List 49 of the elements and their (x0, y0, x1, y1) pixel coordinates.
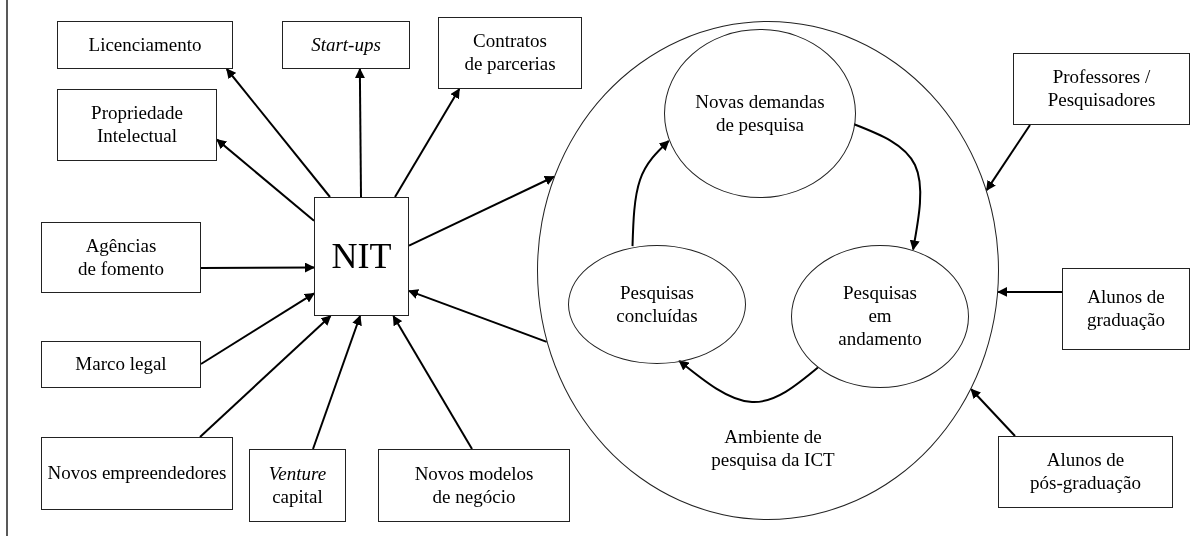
arrow (408, 175, 555, 247)
text-box (314, 197, 409, 316)
node-label: Start-ups (311, 33, 381, 57)
arrow (225, 68, 331, 198)
text-box (41, 341, 201, 388)
arrow (354, 68, 365, 198)
text-box (249, 449, 346, 522)
ellipse-node (664, 29, 856, 198)
node-label: Ambiente de pesquisa da ICT (710, 426, 836, 472)
arrow (853, 123, 922, 251)
text-box (1013, 53, 1190, 125)
arrow (985, 124, 1031, 192)
text-box (282, 21, 410, 69)
arrow (997, 286, 1063, 297)
arrow (200, 292, 315, 365)
ellipse-node (568, 245, 746, 364)
text-box (998, 436, 1173, 508)
arrow (970, 388, 1016, 437)
arrow (678, 359, 819, 403)
arrow (216, 138, 315, 222)
node-label: Marco legal (75, 353, 167, 376)
node-label: Propriedade Intelectual (90, 102, 184, 148)
node-label: Novas demandas de pesquisa (694, 90, 826, 137)
arrow (408, 289, 548, 343)
node-label: Alunos de pós-graduação (1029, 449, 1142, 495)
arrow (312, 315, 362, 450)
text-box (41, 222, 201, 293)
arrow (394, 88, 461, 198)
node-label: Pesquisas concluídas (615, 281, 699, 328)
node-label: Contratos de parcerias (463, 30, 557, 76)
arrow (200, 262, 315, 273)
text-box (438, 17, 582, 89)
node-label: Pesquisas em andamento (837, 282, 923, 351)
arrow (392, 315, 473, 450)
node-label: Novos empreendedores (47, 462, 227, 485)
text-box (57, 89, 217, 161)
node-label: Alunos de graduação (1085, 286, 1167, 332)
node-label: Novos modelos de negócio (413, 462, 535, 509)
text-box (378, 449, 570, 522)
node-label: Agências de fomento (77, 234, 165, 281)
node-label: NIT (331, 234, 392, 278)
text-box (1062, 268, 1190, 350)
arrow (199, 315, 332, 438)
node-label: Professores / Pesquisadores (1046, 66, 1157, 112)
node-label: Licenciamento (88, 33, 202, 57)
ellipse-node (791, 245, 969, 388)
node-label: Venture capital (267, 462, 328, 509)
text-box (41, 437, 233, 510)
text-box (57, 21, 233, 69)
